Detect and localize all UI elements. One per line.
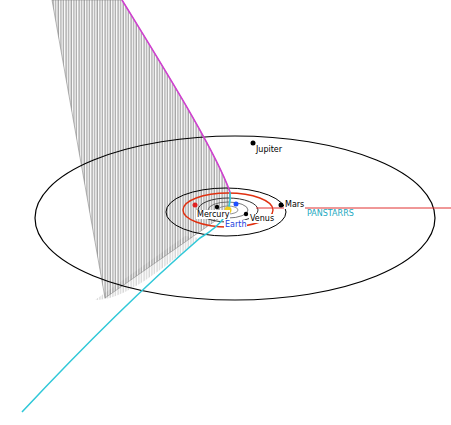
comet-label: PANSTARRS — [306, 209, 355, 218]
mars-dot — [279, 203, 284, 208]
planet-label: Jupiter — [255, 145, 283, 154]
planet-label: Mercury — [196, 210, 230, 219]
earth-dot — [234, 202, 239, 207]
planet-label: Mars — [284, 200, 305, 209]
comet-dot — [193, 203, 198, 208]
mercury-dot — [215, 205, 219, 209]
jupiter-orbit — [35, 136, 435, 300]
comet-orbit-below — [22, 192, 230, 412]
planet-label: Venus — [249, 214, 275, 223]
planet-label: Earth — [224, 220, 247, 229]
outer-orbit — [166, 188, 286, 236]
orbit-sheet-above — [52, 0, 230, 298]
venus-dot — [244, 212, 248, 216]
orbit-sheet-below — [95, 236, 200, 300]
comet-orbit-above — [122, 0, 230, 192]
